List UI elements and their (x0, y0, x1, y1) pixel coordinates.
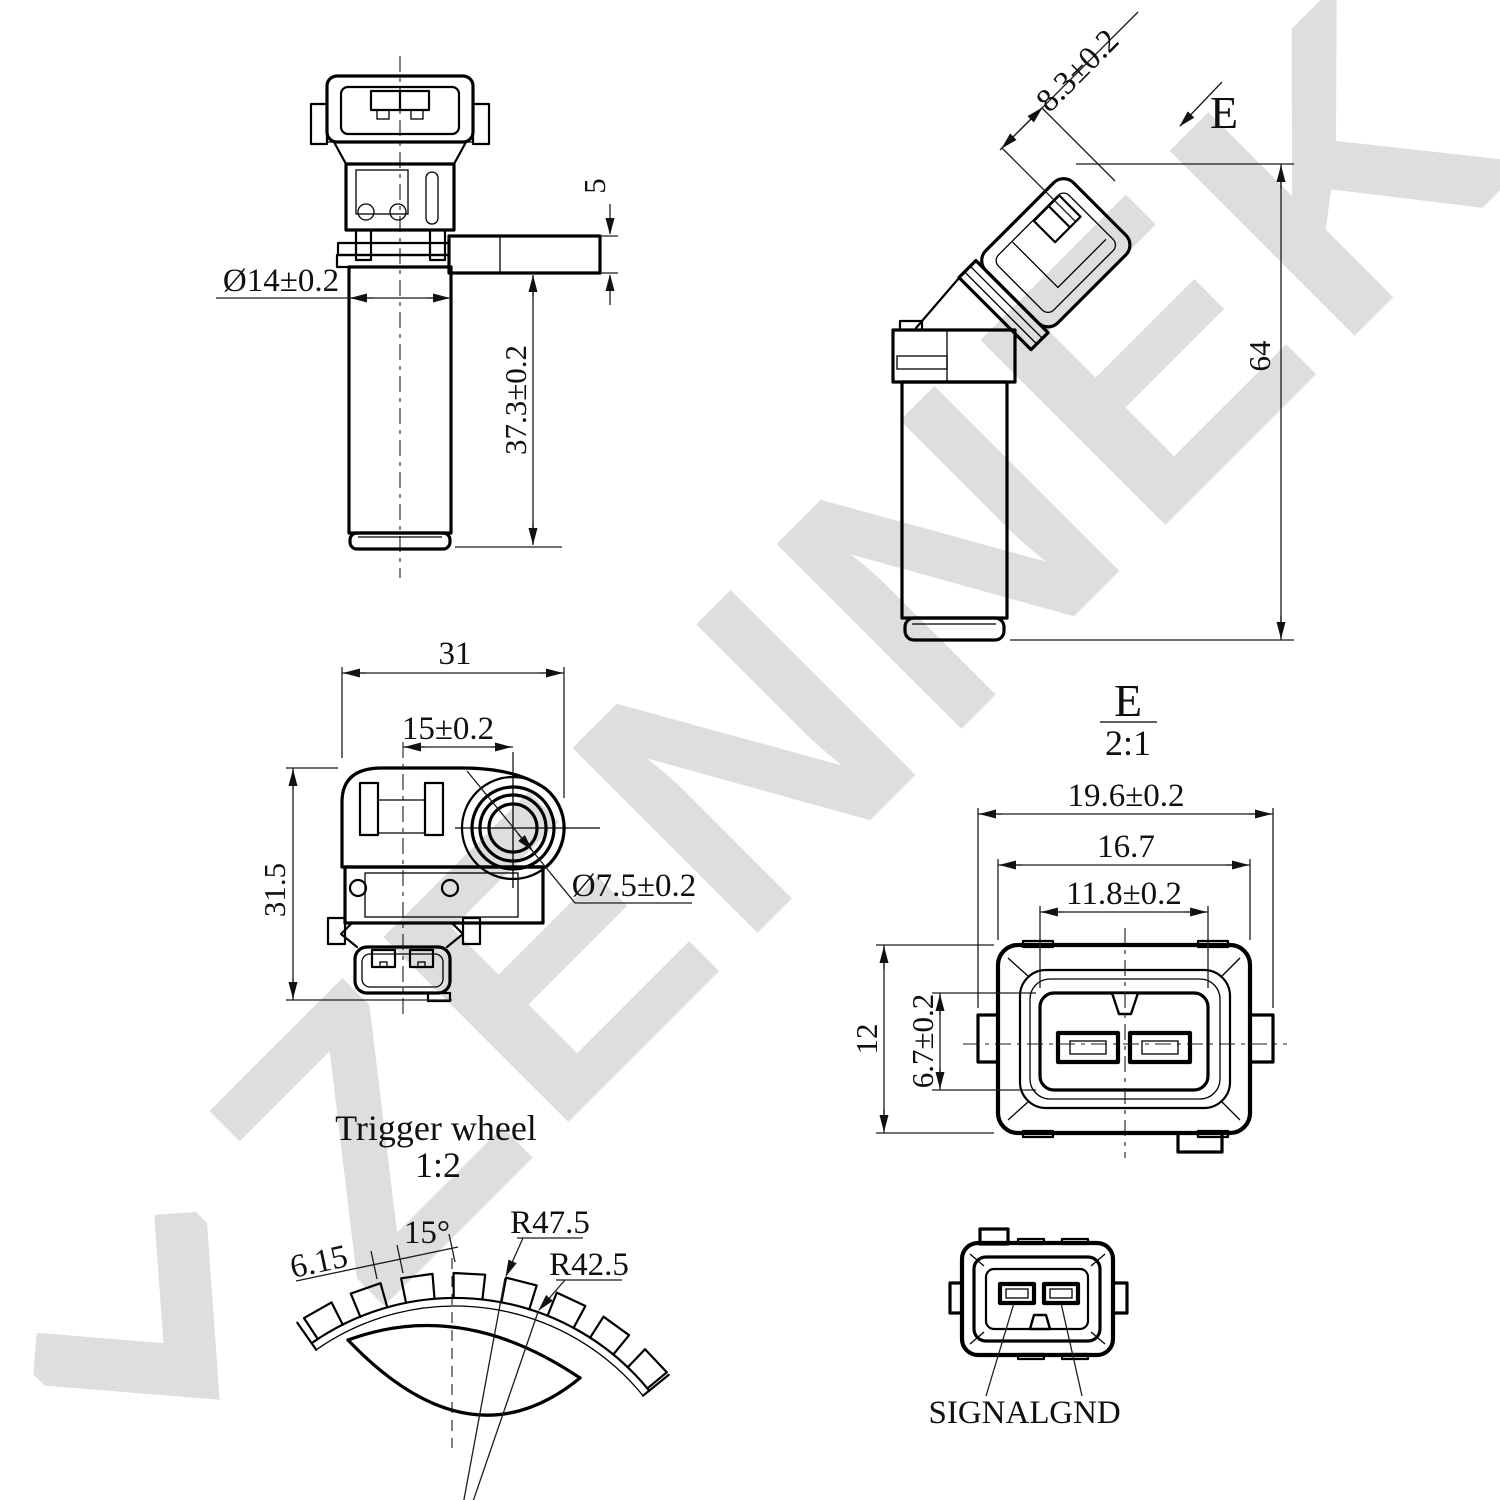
dim-housing-width: 19.6±0.2 (1067, 778, 1184, 814)
dim-cavity-width: 11.8±0.2 (1066, 876, 1182, 912)
pinout-view: SIGNAL GND (929, 1227, 1129, 1431)
dim-outer-radius: R47.5 (510, 1205, 590, 1241)
dim-tip-diameter: Ø7.5±0.2 (572, 868, 696, 904)
detail-view-scale: 2:1 (1105, 723, 1151, 763)
view-e-arrow-icon (1179, 81, 1223, 127)
dim-overall-height: 31.5 (257, 863, 292, 917)
side-view: 8.3±0.2 E 64 (891, 11, 1294, 642)
front-view: Ø14±0.2 5 37.3±0.2 (216, 56, 618, 578)
dim-cavity-height: 6.7±0.2 (905, 994, 940, 1089)
trigger-wheel-scale: 1:2 (415, 1145, 461, 1185)
detail-view-label: E (1114, 675, 1142, 726)
dim-tooth-pitch: 15° (404, 1215, 450, 1251)
top-view: 31 15±0.2 31.5 Ø7.5±0.2 (257, 636, 696, 1014)
dim-connector-depth: 8.3±0.2 (1030, 23, 1127, 120)
trigger-wheel-title: Trigger wheel (335, 1108, 537, 1148)
trigger-wheel-view: Trigger wheel 1:2 6.15 15° (287, 1108, 670, 1500)
dim-housing-height: 12 (849, 1024, 884, 1055)
dim-body-length: 37.3±0.2 (498, 345, 533, 455)
view-e-label: E (1210, 87, 1238, 138)
dim-root-radius: R42.5 (549, 1247, 629, 1283)
pin-label-signal: SIGNAL (929, 1395, 1050, 1431)
dim-flange-thickness: 5 (577, 178, 612, 194)
dim-body-diameter: Ø14±0.2 (223, 263, 339, 299)
dim-overall-length: 64 (1242, 340, 1277, 372)
dim-overall-width: 31 (439, 636, 472, 672)
pin-label-gnd: GND (1049, 1395, 1121, 1431)
dim-tip-offset: 15±0.2 (402, 711, 494, 747)
dim-body-width: 16.7 (1097, 829, 1155, 865)
connector-detail-view: E 2:1 (849, 675, 1287, 1158)
dim-tooth-width: 6.15 (287, 1239, 351, 1286)
